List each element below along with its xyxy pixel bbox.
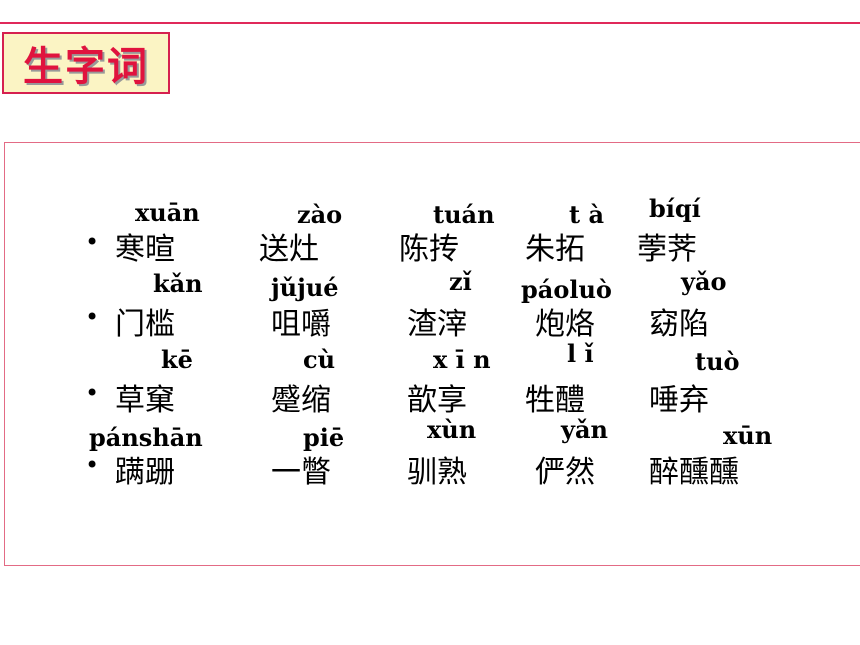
pinyin: kē: [161, 345, 193, 374]
page-title: 生字词: [23, 44, 149, 90]
pinyin: xūn: [723, 421, 773, 450]
vocab-word: 歆享: [407, 383, 467, 418]
pinyin: yǎo: [681, 267, 727, 296]
bullet: •: [85, 451, 100, 479]
top-divider: [0, 22, 860, 24]
bullet: •: [85, 303, 100, 331]
pinyin: kǎn: [153, 269, 203, 298]
pinyin: pánshān: [89, 423, 203, 452]
pinyin: piē: [303, 423, 345, 452]
vocab-word: 窈陷: [649, 307, 709, 342]
vocab-word: 醉醺醺: [649, 455, 739, 490]
pinyin: l ǐ: [567, 339, 594, 368]
vocab-word: 蹒跚: [115, 455, 175, 490]
bullet: •: [85, 379, 100, 407]
vocab-row: pánshān piē xùn yǎn xūn • 蹒跚 一瞥 驯熟 俨然 醉醺…: [5, 415, 860, 490]
vocab-word: 一瞥: [271, 455, 331, 490]
pinyin: yǎn: [561, 415, 608, 444]
bullet: •: [85, 228, 100, 256]
pinyin: páoluò: [521, 275, 612, 304]
vocab-word: 朱拓: [525, 232, 585, 267]
vocab-word: 荸荠: [637, 232, 697, 267]
vocab-row: kǎn jǔjué zǐ páoluò yǎo • 门槛 咀嚼 渣滓 炮烙 窈陷: [5, 267, 860, 342]
vocab-word: 蹙缩: [271, 383, 331, 418]
pinyin: zào: [297, 200, 343, 229]
vocab-row: kē cù x ī n l ǐ tuò • 草窠 蹙缩 歆享 牲醴 唾弃: [5, 339, 860, 418]
vocab-row: xuān zào tuán t à bíqí • 寒暄 送灶 陈抟 朱拓 荸荠: [5, 194, 860, 267]
pinyin: zǐ: [449, 267, 472, 296]
vocab-word: 咀嚼: [271, 307, 331, 342]
vocab-panel: xuān zào tuán t à bíqí • 寒暄 送灶 陈抟 朱拓 荸荠 …: [4, 142, 860, 566]
pinyin: tuán: [433, 200, 495, 229]
vocab-word: 唾弃: [649, 383, 709, 418]
pinyin: tuò: [695, 347, 740, 376]
pinyin: xùn: [427, 415, 477, 444]
pinyin: t à: [569, 200, 604, 229]
vocab-word: 俨然: [535, 455, 595, 490]
vocab-word: 草窠: [115, 383, 175, 418]
vocab-word: 陈抟: [399, 232, 459, 267]
title-box: 生字词: [2, 32, 170, 94]
vocab-word: 驯熟: [407, 455, 467, 490]
vocab-word: 牲醴: [525, 383, 585, 418]
pinyin: x ī n: [433, 345, 491, 374]
pinyin: xuān: [135, 198, 200, 227]
vocab-word: 渣滓: [407, 307, 467, 342]
vocab-word: 寒暄: [115, 232, 175, 267]
vocab-word: 送灶: [259, 232, 319, 267]
vocab-word: 门槛: [115, 307, 175, 342]
vocab-word: 炮烙: [535, 307, 595, 342]
pinyin: bíqí: [649, 194, 701, 223]
pinyin: cù: [303, 345, 336, 374]
pinyin: jǔjué: [271, 273, 339, 302]
